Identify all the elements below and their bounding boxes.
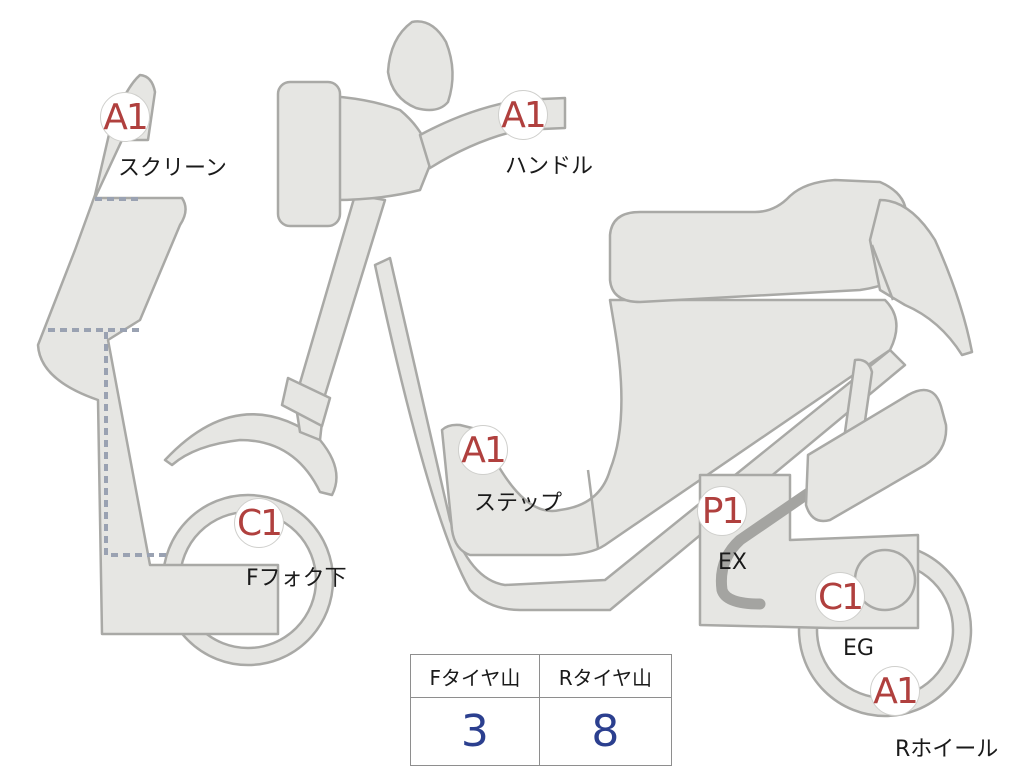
muffler: [804, 388, 948, 523]
front-tire-tread-header: Fタイヤ山: [410, 653, 540, 699]
label-ex: EX: [718, 550, 747, 575]
tire-tread-table: Fタイヤ山 Rタイヤ山 3 8: [410, 653, 673, 766]
label-screen: スクリーン: [118, 156, 227, 181]
label-rwheel: Rホイール: [895, 737, 999, 762]
exhaust-pipe: [715, 392, 938, 610]
mirror: [386, 20, 454, 112]
step-seam: [586, 469, 600, 549]
front-tire-tread-value: 3: [410, 697, 540, 766]
badge-screen: A1: [100, 92, 150, 142]
badge-step: A1: [458, 425, 508, 475]
label-handle: ハンドル: [505, 154, 594, 179]
frame-tube: [373, 256, 907, 612]
tail-cowl: [868, 198, 974, 357]
badge-ex: P1: [697, 486, 747, 536]
rear-tire-tread-value: 8: [538, 697, 673, 766]
label-ffork: Fフォク下: [246, 566, 347, 591]
fork-collar: [280, 376, 332, 428]
rear-tire-tread-header: Rタイヤ山: [538, 653, 673, 699]
badge-handle: A1: [498, 90, 548, 140]
badge-ffork: C1: [234, 498, 284, 548]
headlight: [276, 80, 342, 228]
badge-rwheel: A1: [870, 666, 920, 716]
tread-header-row: Fタイヤ山 Rタイヤ山: [410, 653, 673, 699]
badge-eg: C1: [815, 572, 865, 622]
shield-seam-vertical: [104, 332, 168, 557]
label-step: ステップ: [474, 491, 563, 516]
tread-value-row: 3 8: [410, 697, 673, 766]
seat: [608, 178, 908, 304]
tail-seam: [870, 244, 895, 301]
label-eg: EG: [843, 636, 874, 661]
front-fender: [163, 413, 338, 497]
